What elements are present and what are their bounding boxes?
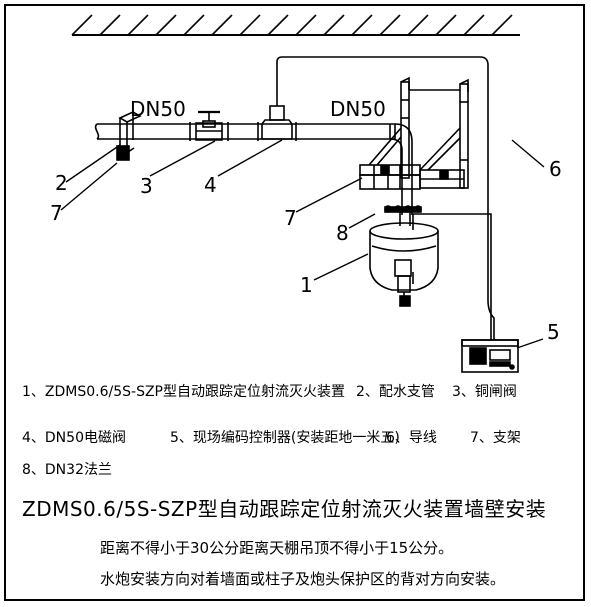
field-controller	[461, 339, 519, 373]
label-dn50-right: DN50	[330, 97, 386, 121]
ceiling-hatch	[71, 14, 520, 36]
label-1: 1	[300, 273, 313, 297]
label-7-right: 7	[284, 206, 297, 230]
legend-item-3: 3、铜闸阀	[452, 384, 517, 400]
footer-line-2: 水炮安装方向对着墙面或柱子及炮头保护区的背对方向安装。	[100, 570, 506, 588]
legend-item-8: 8、DN32法兰	[22, 462, 112, 478]
drawing-frame	[4, 4, 585, 601]
pipe-clamp-left	[116, 111, 142, 161]
wire-6	[276, 56, 495, 340]
main-pipe	[94, 123, 396, 140]
footer-title: ZDMS0.6/5S-SZP型自动跟踪定位射流灭火装置墙壁安装	[22, 497, 547, 521]
label-4: 4	[204, 173, 217, 197]
legend-item-1: 1、ZDMS0.6/5S-SZP型自动跟踪定位射流灭火装置	[22, 384, 345, 400]
label-2: 2	[55, 171, 68, 195]
label-6: 6	[549, 157, 562, 181]
label-dn50-left: DN50	[130, 97, 186, 121]
label-7-left: 7	[50, 201, 63, 225]
legend-item-7: 7、支架	[470, 430, 521, 446]
leader-lines	[60, 139, 545, 349]
label-8: 8	[336, 221, 349, 245]
bracket-back	[409, 78, 469, 189]
footer-line-1: 距离不得小于30公分距离天棚吊顶不得小于15公分。	[100, 539, 454, 557]
legend-item-4: 4、DN50电磁阀	[22, 430, 126, 446]
legend-item-6: 6、导线	[386, 430, 437, 446]
solenoid-valve	[257, 95, 297, 141]
label-3: 3	[140, 174, 153, 198]
legend-item-2: 2、配水支管	[356, 384, 435, 400]
gate-valve	[189, 110, 229, 141]
fire-cannon	[369, 222, 439, 307]
label-5: 5	[547, 320, 560, 344]
legend-item-5: 5、现场编码控制器(安装距地一米五)	[170, 430, 400, 446]
